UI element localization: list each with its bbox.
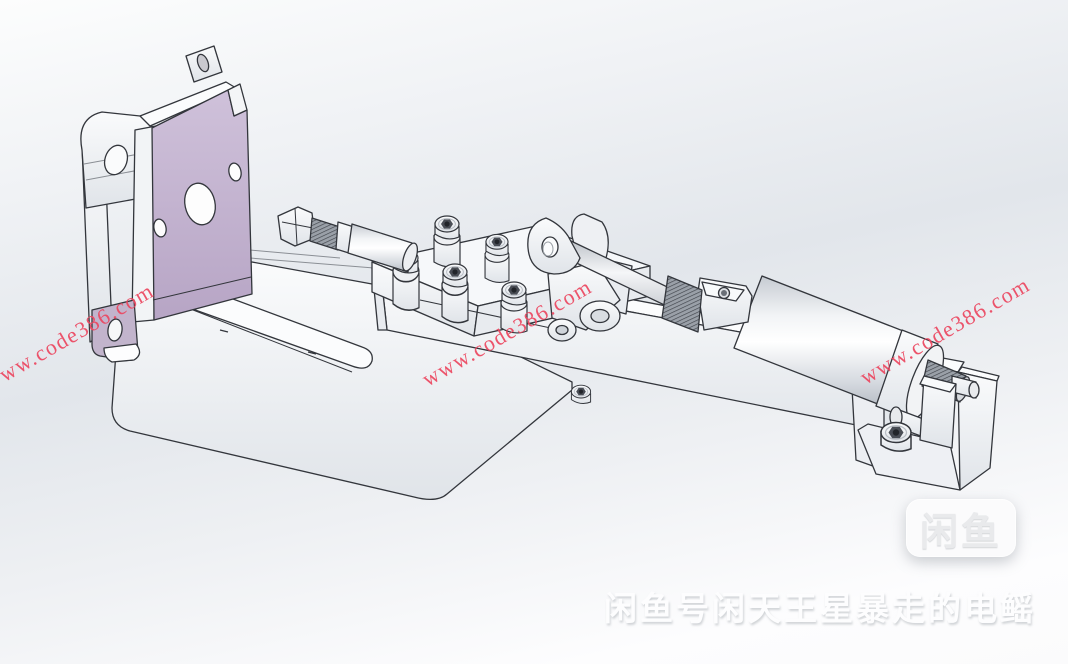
- xianyu-badge: 闲鱼: [906, 499, 1016, 557]
- tab-slot: [196, 53, 210, 73]
- seller-caption-watermark: 闲鱼号闲天王星暴走的电鳐: [604, 590, 1036, 627]
- socket-screw-4: [442, 263, 468, 288]
- small-hole-left: [153, 218, 167, 238]
- socket-screw-clevis: [880, 421, 912, 452]
- center-hole: [184, 182, 216, 226]
- socket-screw-2: [485, 233, 509, 257]
- socket-screw-1: [434, 215, 460, 240]
- mounting-plate: [80, 45, 253, 363]
- socket-screw-5: [501, 281, 527, 306]
- xianyu-badge-text: 闲鱼: [919, 511, 1002, 554]
- bracket-flange: [111, 261, 573, 501]
- ear-hole: [103, 144, 129, 176]
- knurled-locknut: [661, 275, 703, 333]
- clevis-hardware: [889, 359, 980, 449]
- ear-bottom-hole: [107, 318, 123, 342]
- socket-screw-rail: [570, 384, 592, 405]
- toggle-arm-head: [527, 217, 581, 275]
- knurled-shank: [309, 217, 341, 251]
- back-edges: [249, 249, 375, 269]
- small-hole-right: [228, 162, 242, 182]
- spindle-body: [347, 223, 413, 273]
- spindle-bolt: [277, 206, 419, 273]
- air-cylinder: [565, 240, 945, 421]
